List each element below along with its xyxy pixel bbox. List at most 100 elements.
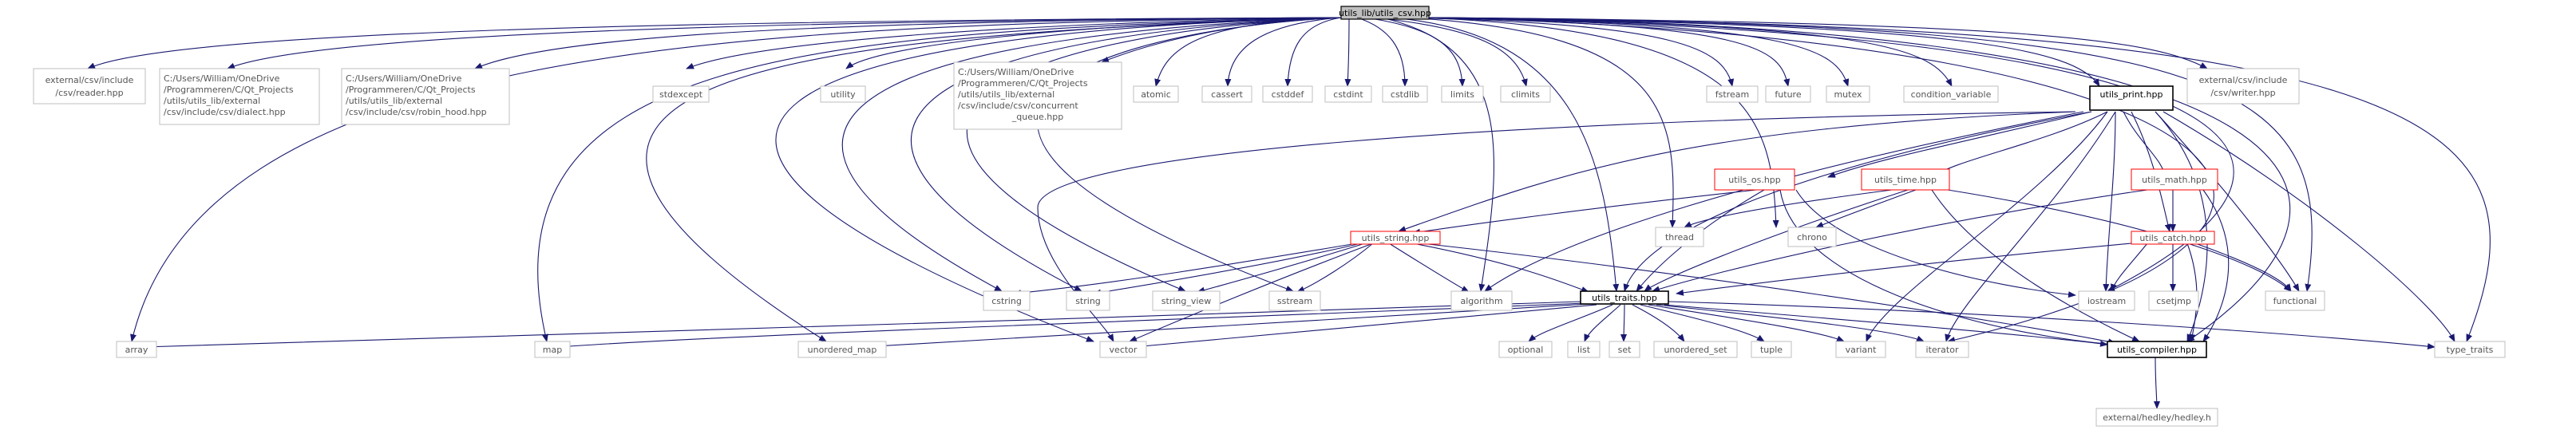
node-catch[interactable]: utils_catch.hpp: [2131, 231, 2215, 245]
node-map[interactable]: map: [534, 341, 571, 358]
edge-root-cassert: [1225, 17, 1342, 87]
edge-root-dialect: [227, 17, 1342, 69]
node-algorithm[interactable]: algorithm: [1450, 290, 1513, 311]
edge-root-traits: [1388, 17, 1620, 292]
node-cstring[interactable]: cstring: [983, 290, 1031, 311]
node-dialect-label-4: /csv/include/csv/dialect.hpp: [164, 107, 286, 117]
edge-print-time: [1931, 111, 2108, 178]
node-time[interactable]: utils_time.hpp: [1861, 168, 1950, 191]
node-print[interactable]: utils_print.hpp: [2089, 85, 2174, 111]
edge-compiler-hedley: [2153, 357, 2160, 409]
node-thread[interactable]: thread: [1655, 227, 1704, 247]
node-chrono-label: chrono: [1797, 232, 1827, 243]
edge-print-traits: [1623, 111, 2092, 292]
node-dialect[interactable]: C:/Users/William/OneDrive /Programmeren/…: [159, 68, 320, 125]
node-iterator-label: iterator: [1926, 345, 1959, 355]
node-future-label: future: [1775, 89, 1801, 100]
node-math[interactable]: utils_math.hpp: [2131, 168, 2218, 191]
node-vector[interactable]: vector: [1099, 341, 1147, 358]
node-robin[interactable]: C:/Users/William/OneDrive /Programmeren/…: [341, 68, 510, 125]
edge-traits-variant: [1648, 304, 1845, 342]
node-sstream[interactable]: sstream: [1268, 290, 1321, 311]
node-utility[interactable]: utility: [820, 85, 866, 103]
node-root[interactable]: utils_lib/utils_csv.hpp: [1339, 6, 1431, 20]
node-os-label: utils_os.hpp: [1728, 175, 1781, 185]
node-cqueue[interactable]: C:/Users/William/OneDrive /Programmeren/…: [953, 61, 1122, 130]
edge-root-array: [130, 17, 1342, 342]
node-cstdint-label: cstdint: [1333, 89, 1363, 100]
node-dialect-label-2: /Programmeren/C/Qt_Projects: [164, 85, 294, 95]
node-fstream[interactable]: fstream: [1706, 85, 1759, 103]
edge-strhpp-string: [1093, 243, 1362, 296]
node-writer[interactable]: external/csv/include /csv/writer.hpp: [2186, 68, 2300, 105]
node-list[interactable]: list: [1567, 341, 1601, 358]
node-robin-label-4: /csv/include/csv/robin_hood.hpp: [346, 107, 487, 117]
node-climits[interactable]: climits: [1500, 85, 1551, 103]
node-robin-label-1: C:/Users/William/OneDrive: [346, 73, 462, 84]
node-climits-label: climits: [1511, 89, 1540, 100]
node-iterator[interactable]: iterator: [1915, 341, 1969, 358]
node-set-label: set: [1618, 345, 1632, 355]
edge-root-cstdlib: [1356, 17, 1408, 87]
node-cstdlib[interactable]: cstdlib: [1382, 85, 1428, 103]
node-string[interactable]: string: [1066, 290, 1110, 311]
edge-root-string: [911, 17, 1342, 292]
node-atomic[interactable]: atomic: [1133, 85, 1179, 103]
edge-traits-iterator: [1656, 304, 1925, 342]
node-csetjmp[interactable]: csetjmp: [2148, 290, 2199, 311]
node-limits[interactable]: limits: [1441, 85, 1484, 103]
edge-time-traits: [1644, 189, 1909, 292]
node-array[interactable]: array: [116, 341, 157, 358]
node-variant[interactable]: variant: [1835, 341, 1886, 358]
node-future[interactable]: future: [1765, 85, 1811, 103]
edge-time-chrono: [1815, 189, 1917, 228]
node-optional[interactable]: optional: [1498, 341, 1553, 358]
edge-catch-traits: [1676, 243, 2132, 296]
edge-root-writer: [1428, 17, 2208, 69]
edge-os-traits: [1636, 189, 1765, 292]
node-traits[interactable]: utils_traits.hpp: [1580, 290, 1669, 305]
node-cstddef[interactable]: cstddef: [1262, 85, 1313, 103]
node-stdexcept[interactable]: stdexcept: [652, 85, 710, 103]
node-cstddef-label: cstddef: [1272, 89, 1305, 100]
node-set[interactable]: set: [1609, 341, 1640, 358]
edge-traits-list: [1584, 304, 1621, 342]
node-reader-label-1: external/csv/include: [46, 75, 134, 85]
edge-root-typetraits: [1428, 17, 2491, 342]
node-functional-label: functional: [2273, 296, 2317, 306]
node-os[interactable]: utils_os.hpp: [1714, 168, 1795, 191]
node-dialect-label-1: C:/Users/William/OneDrive: [164, 73, 280, 84]
node-cassert[interactable]: cassert: [1201, 85, 1252, 103]
edge-root-vector: [775, 17, 1342, 342]
edge-print-vector: [1037, 111, 2076, 342]
node-stringview[interactable]: string_view: [1152, 290, 1221, 311]
edge-print-algorithm: [1484, 111, 2084, 292]
node-mutex[interactable]: mutex: [1826, 85, 1870, 103]
node-compiler[interactable]: utils_compiler.hpp: [2107, 341, 2207, 358]
node-reader[interactable]: external/csv/include /csv/reader.hpp: [33, 68, 146, 105]
node-uset[interactable]: unordered_set: [1653, 341, 1738, 358]
node-strhpp[interactable]: utils_string.hpp: [1350, 231, 1441, 245]
node-functional[interactable]: functional: [2265, 290, 2325, 311]
node-umap[interactable]: unordered_map: [797, 341, 887, 358]
edge-root-climits: [1372, 17, 1528, 87]
node-optional-label: optional: [1508, 345, 1544, 355]
node-chrono[interactable]: chrono: [1787, 227, 1837, 247]
node-iostream[interactable]: iostream: [2078, 290, 2135, 311]
node-hedley[interactable]: external/hedley/hedley.h: [2095, 408, 2218, 427]
node-condvar[interactable]: condition_variable: [1903, 85, 1999, 103]
node-traits-label: utils_traits.hpp: [1592, 293, 1657, 303]
edge-traits-compiler: [1664, 304, 2108, 347]
edge-print-typetraits: [2162, 111, 2455, 342]
node-dialect-label-3: /utils/utils_lib/external: [164, 96, 260, 106]
node-mutex-label: mutex: [1834, 89, 1862, 100]
edge-root-sstream: [1037, 17, 1342, 292]
node-cstdint[interactable]: cstdint: [1324, 85, 1372, 103]
node-tuple[interactable]: tuple: [1751, 341, 1792, 358]
edge-root-functional: [1428, 17, 2313, 292]
node-stdexcept-label: stdexcept: [659, 89, 703, 100]
edge-root-cstring: [841, 17, 1342, 292]
node-thread-label: thread: [1665, 232, 1694, 243]
node-typetraits[interactable]: type_traits: [2434, 341, 2506, 358]
